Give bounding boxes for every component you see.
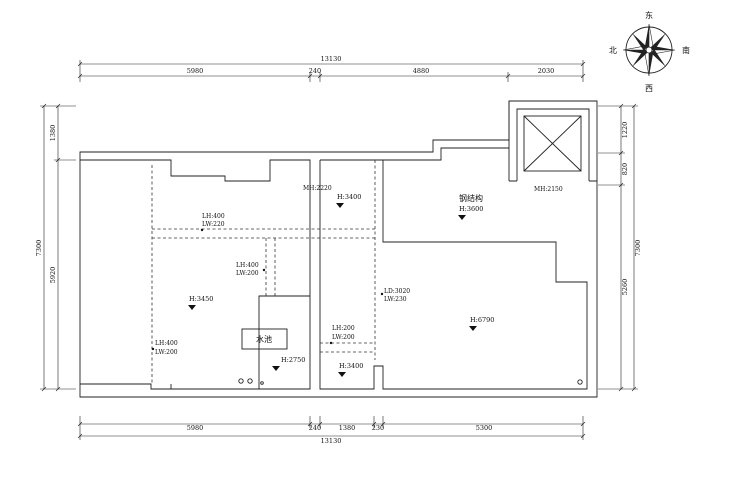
label-steel-structure: 钢结构 [459,193,483,203]
dim-bottom-segment: 5300 [476,424,493,432]
compass-needle-east [645,24,649,50]
dim-left-segment: 1380 [49,125,57,142]
dim-bottom-total: 13130 [321,437,342,445]
label-ld-3020: LD:3020 [384,288,410,295]
label-lh-400: LH:400 [155,340,178,347]
elevator-shaft [508,101,590,181]
dim-bottom-segment: 5980 [187,424,204,432]
label-lw-200: LW:200 [332,334,355,341]
beam-lines [151,160,376,384]
compass-south-label: 南 [682,45,690,55]
drain-icon [577,379,583,385]
interior-wall-left [80,159,311,390]
interior-wall-top [320,147,509,161]
compass-west-label: 西 [645,84,653,93]
level-marker-icon [338,372,346,377]
elevator-cab [523,115,582,172]
level-h-2750: H:2750 [281,356,305,364]
label-mh-2220: MH:2220 [303,185,332,192]
compass-north-label: 北 [609,46,617,55]
dim-top-segment: 2030 [538,67,555,75]
level-marker-icon [336,203,344,208]
label-lh-400: LH:400 [202,213,225,220]
dim-bottom-segment: 1380 [339,424,356,432]
top-dimensions: 13130 5980 240 4880 2030 [77,55,586,82]
level-h-6790: H:6790 [470,316,494,324]
compass: 东 西 北 南 [609,10,690,93]
pool-outline [241,328,288,350]
level-h-3400-b: H:3400 [339,362,363,370]
level-marker-icon [469,326,477,331]
level-markers: H:3400 H:3600 H:3450 H:2750 H:3400 H:679… [188,193,494,377]
dim-right-segment: 5260 [621,279,629,296]
compass-east-label: 东 [645,10,653,20]
dim-right-segment: 1220 [621,122,629,139]
label-lh-400: LH:400 [236,262,259,269]
dim-top-segment: 5980 [187,67,204,75]
dim-top-segment: 240 [309,67,321,75]
label-lw-230: LW:230 [384,296,407,303]
level-marker-icon [272,366,280,371]
level-marker-icon [458,215,466,220]
dim-right-total: 7300 [634,240,642,257]
label-pool: 水池 [256,334,272,344]
label-lw-200: LW:200 [236,270,259,277]
drain-icon [238,378,244,384]
partition-wall [258,295,310,389]
dim-top-total: 13130 [321,55,342,63]
building-walls [79,100,598,398]
dim-left-segment: 5920 [49,267,57,284]
level-marker-icon [188,305,196,310]
level-h-3450: H:3450 [189,295,213,303]
dim-bottom-segment: 230 [372,424,384,432]
left-dimensions: 7300 1380 5920 [35,103,76,392]
label-lw-220: LW:220 [202,221,225,228]
label-lw-200: LW:200 [155,349,178,356]
drain-icon [247,378,253,384]
level-h-3600: H:3600 [459,205,483,213]
annotations: MH:2220 MH:2150 钢结构 LH:400 LW:220 LH:400… [151,185,563,356]
right-dimensions: 1220 820 5260 7300 [598,103,642,392]
label-lh-200: LH:200 [332,325,355,332]
interior-wall-right [319,160,588,390]
dim-right-segment: 820 [621,163,629,175]
bottom-dimensions: 5980 240 1380 230 5300 13130 [77,416,586,445]
label-mh-2150: MH:2150 [534,186,563,193]
dim-bottom-segment: 240 [309,424,321,432]
drain-icon [260,381,264,385]
level-h-3400-a: H:3400 [337,193,361,201]
dim-top-segment: 4880 [413,67,430,75]
dim-left-total: 7300 [35,240,43,257]
